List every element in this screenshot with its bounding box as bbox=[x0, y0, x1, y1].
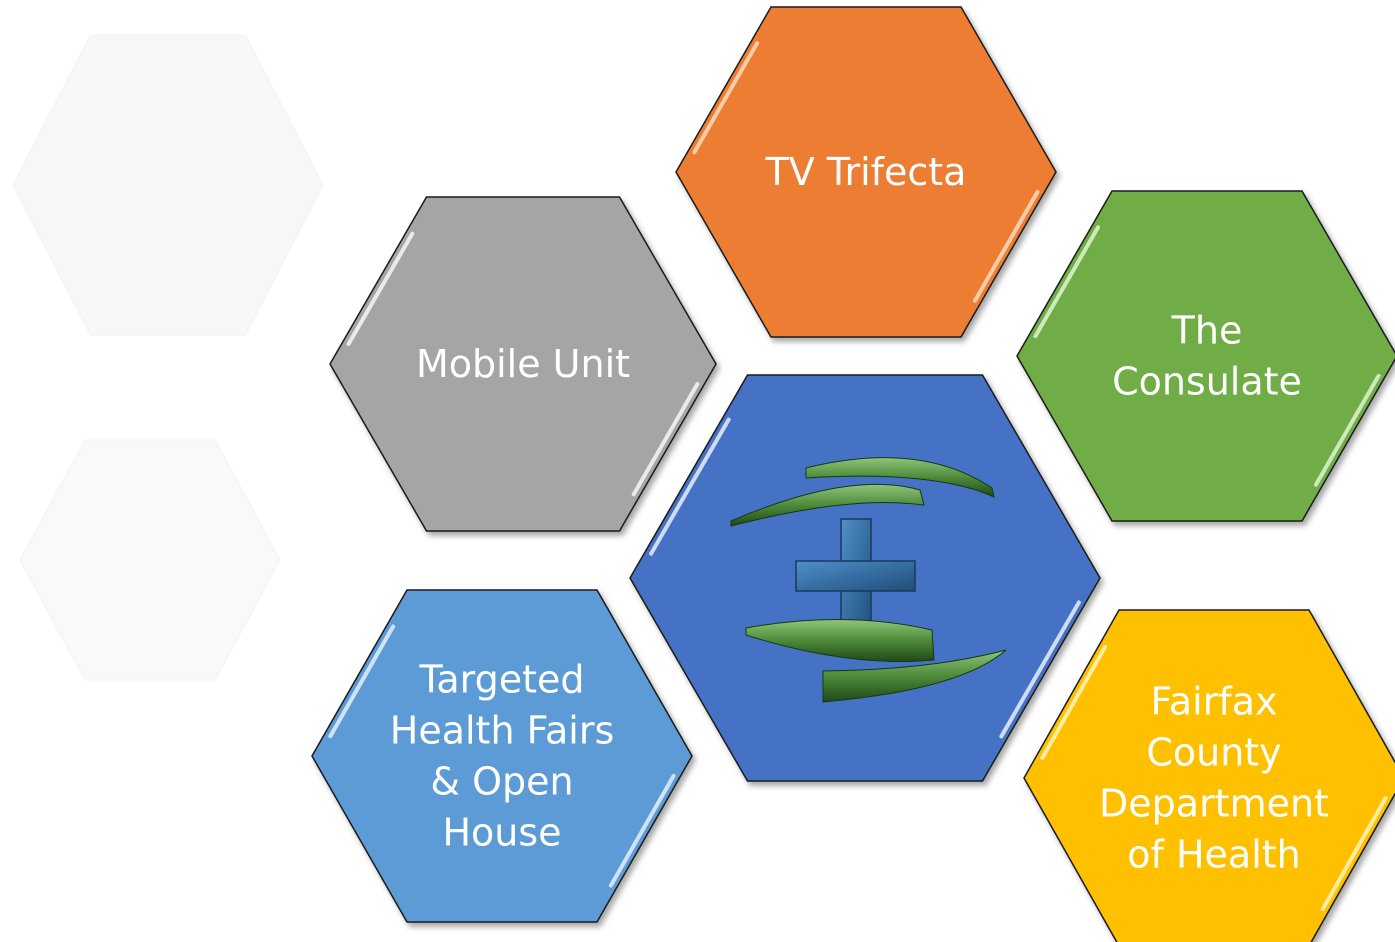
hexagon-label-line: Fairfax bbox=[1151, 680, 1278, 724]
hexagon-highlight bbox=[1033, 225, 1101, 339]
hexagon-highlight bbox=[328, 624, 396, 739]
hexagon-label-line: County bbox=[1146, 731, 1281, 775]
hexagon-highlight bbox=[1313, 373, 1381, 487]
hexagon-label-line: Health Fairs bbox=[390, 709, 615, 753]
hexagon-shape bbox=[675, 6, 1057, 338]
hexagon-label-line: The bbox=[1171, 309, 1243, 353]
hexagon-highlight bbox=[692, 41, 760, 155]
faded-hexagon-bottom-left bbox=[19, 439, 281, 681]
logo-arc-bottom-upper bbox=[745, 619, 935, 663]
hexagon-label-line: of Health bbox=[1127, 833, 1301, 877]
center-hexagon bbox=[629, 374, 1101, 782]
hexagon-label-line: Department bbox=[1099, 782, 1329, 826]
hexagon-label: Mobile Unit bbox=[416, 342, 630, 386]
hexagon-label: TV Trifecta bbox=[765, 150, 967, 194]
hexagon-tv-trifecta: TV Trifecta bbox=[675, 6, 1057, 338]
center-hexagon-highlight bbox=[999, 600, 1081, 739]
medical-cross-logo-icon bbox=[730, 457, 1007, 703]
hexagon-label-line: Targeted bbox=[418, 658, 584, 702]
faded-hexagon-top-left bbox=[12, 34, 324, 336]
hexagon-shape bbox=[1023, 609, 1395, 942]
logo-arc-top-lower bbox=[730, 483, 925, 527]
hexagon-highlight bbox=[608, 773, 676, 888]
logo-arc-top-upper bbox=[805, 457, 995, 498]
hexagon-shape bbox=[329, 196, 717, 532]
hexagon-shape bbox=[1016, 190, 1395, 522]
hexagon-highlight bbox=[1040, 644, 1108, 760]
hexagon-label-line: Consulate bbox=[1112, 360, 1302, 404]
hexagon-highlight bbox=[972, 189, 1040, 303]
hexagon-label-line: TV Trifecta bbox=[765, 150, 967, 194]
hexagon-highlight bbox=[1320, 796, 1388, 912]
hexagon-label-line: House bbox=[442, 811, 561, 855]
hexagon-label-line: & Open bbox=[430, 760, 573, 804]
hexagon-highlight bbox=[631, 382, 700, 497]
hexagon-highlight bbox=[346, 231, 415, 346]
hexagon-mobile-unit: Mobile Unit bbox=[329, 196, 717, 532]
center-hexagon-highlight bbox=[649, 417, 731, 556]
hexagon-shape bbox=[311, 589, 693, 923]
logo-arc-bottom-lower bbox=[822, 649, 1007, 703]
hexagon-label-line: Mobile Unit bbox=[416, 342, 630, 386]
logo-cross-horizontal bbox=[795, 560, 916, 592]
